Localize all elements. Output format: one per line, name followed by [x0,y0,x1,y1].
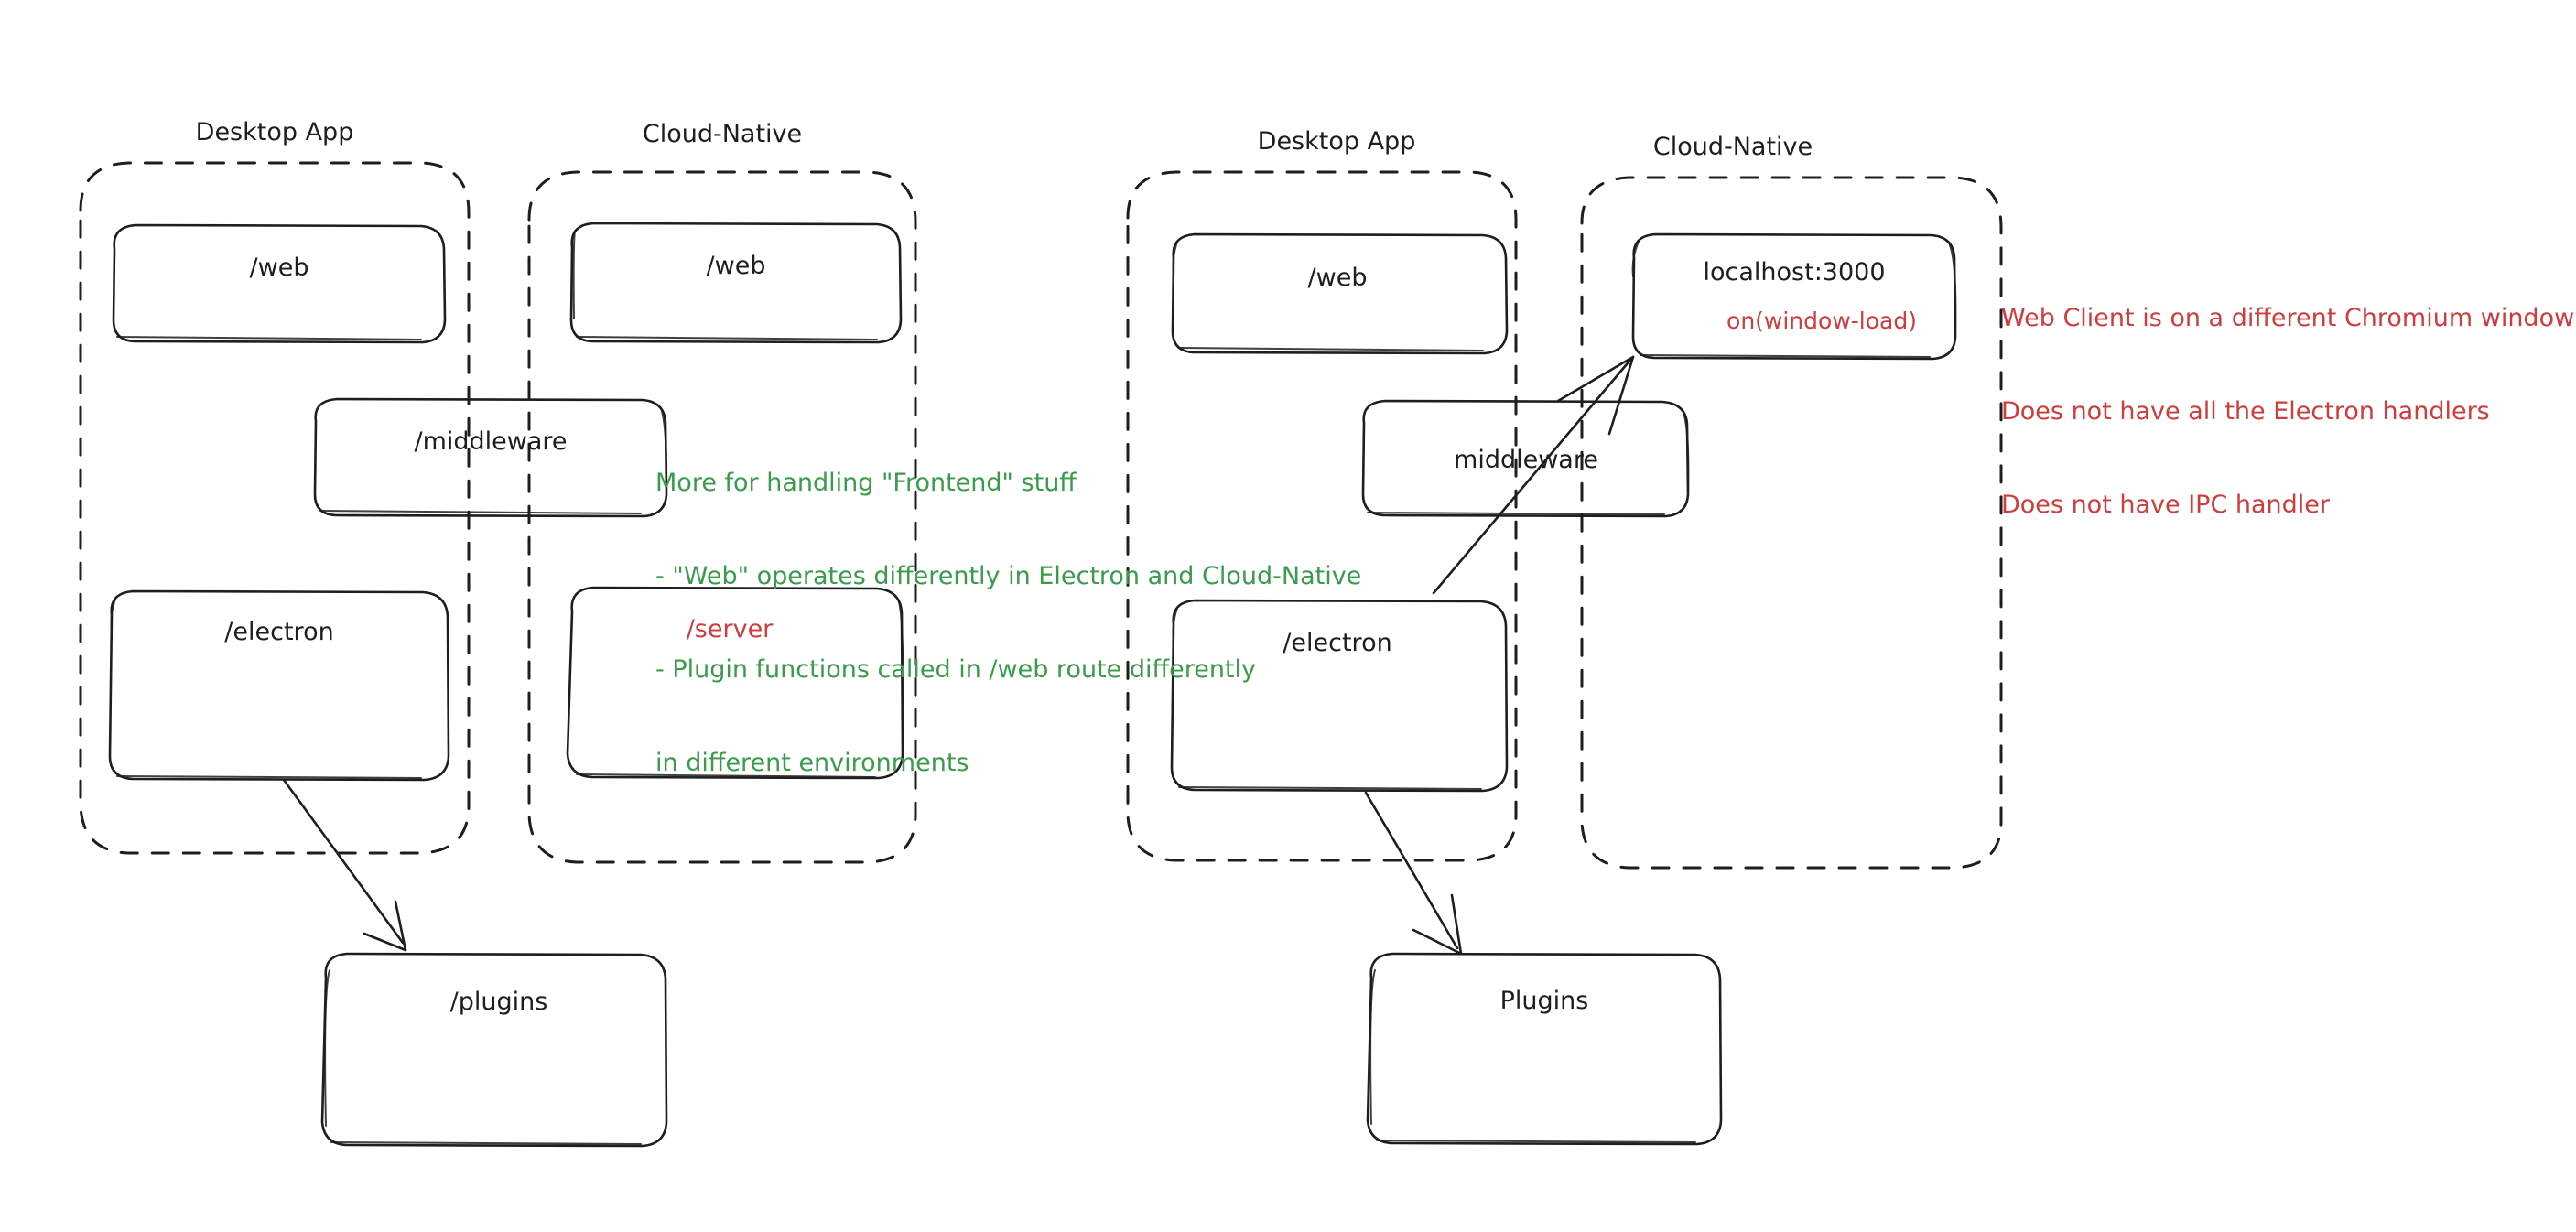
box-left-server [566,586,904,780]
group-right-cloud-native [1580,176,2003,870]
arrow-right-electron-to-plugins [1364,791,1463,956]
arrow-left-electron-to-plugins [282,778,407,952]
arrow-right-electron-to-localhost [1432,355,1635,595]
group-left-cloud-native [527,170,917,864]
box-right-localhost [1631,232,1957,361]
box-left-plugins [320,952,668,1148]
box-left-cloud-web [569,222,903,344]
box-left-electron [108,589,450,782]
box-left-middleware [313,397,668,518]
box-right-plugins [1366,952,1723,1146]
group-left-desktop-app [79,161,471,855]
box-right-desktop-web [1171,232,1509,355]
box-right-middleware [1361,399,1690,518]
box-right-electron [1170,599,1509,793]
box-left-desktop-web [112,223,447,344]
group-right-desktop-app [1126,170,1518,862]
